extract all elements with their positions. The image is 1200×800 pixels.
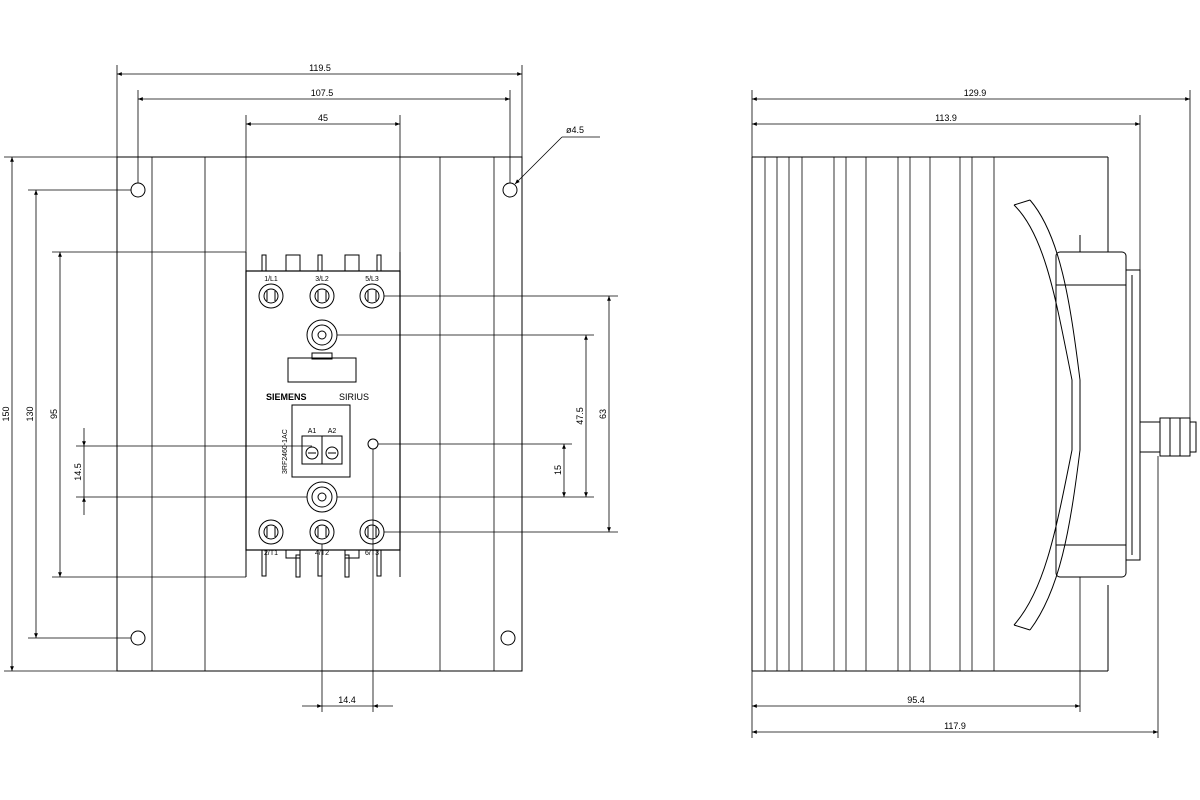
terminal-label-top-2: 3/L2: [315, 276, 329, 283]
relay-top-tabs: [261, 254, 382, 272]
coil-screw-a1: [305, 446, 319, 460]
brand-logo: SIEMENS: [266, 392, 307, 402]
terminal-screw-top-2: [309, 283, 335, 309]
dim-width-holes: 107.5: [311, 88, 334, 98]
dim-terminal-spacing-63: 63: [598, 409, 608, 419]
terminal-screw-bottom-3: [359, 519, 385, 545]
dim-height-total: 150: [1, 406, 11, 421]
dim-terminal-spacing-47-5: 47.5: [575, 407, 585, 425]
terminal-screw-bottom-1: [258, 519, 284, 545]
dim-offset-14-5: 14.5: [73, 463, 83, 481]
side-heatsink-fins: [764, 157, 995, 671]
mounting-hole-top-right: [502, 182, 518, 198]
center-screw-top: [306, 319, 338, 351]
dim-offset-14-4: 14.4: [338, 695, 356, 705]
front-dimension-lines: [4, 65, 618, 712]
dim-offset-15: 15: [553, 465, 563, 475]
label-plate: [287, 357, 357, 383]
dim-depth-heatsink: 113.9: [935, 113, 957, 123]
relay-bottom-tabs: [261, 549, 382, 578]
coil-label-a1: A1: [308, 428, 317, 435]
dim-depth-95-4: 95.4: [907, 695, 925, 705]
terminal-screw-bottom-2: [309, 519, 335, 545]
relay-body: [245, 270, 401, 551]
mounting-hole-bottom-right: [500, 630, 516, 646]
center-screw-bottom: [306, 481, 338, 513]
dim-depth-total: 129.9: [964, 88, 987, 98]
terminal-screw-top-3: [359, 283, 385, 309]
front-view: [4, 65, 618, 712]
mounting-hole-top-left: [130, 182, 146, 198]
front-view-text: 119.5 107.5 45 ø4.5 150 130 95 14.5 63 4…: [1, 63, 608, 705]
terminal-screw-top-1: [258, 283, 284, 309]
coil-label-a2: A2: [328, 428, 337, 435]
heatsink-outline: [116, 156, 523, 672]
mounting-hole-bottom-left: [130, 630, 146, 646]
side-relay-housing: [1055, 251, 1127, 578]
terminal-label-top-3: 5/L3: [365, 276, 379, 283]
dim-width-device: 45: [318, 113, 328, 123]
side-view-text: 129.9 113.9 95.4 117.9: [907, 88, 986, 731]
side-connector: [1139, 417, 1197, 457]
terminal-label-bottom-2: 4/T2: [315, 550, 329, 557]
status-led: [367, 438, 379, 450]
dim-depth-117-9: 117.9: [944, 721, 966, 731]
side-dimension-lines: [751, 90, 1191, 738]
side-flange: [1013, 204, 1073, 626]
terminal-label-bottom-1: 2/T1: [264, 550, 278, 557]
coil-screw-a2: [325, 446, 339, 460]
dim-height-device: 95: [49, 409, 59, 419]
side-view: [751, 90, 1197, 738]
dim-hole-diameter: ø4.5: [566, 125, 584, 135]
heatsink-fins: [151, 157, 495, 671]
product-line-label: SIRIUS: [339, 392, 369, 402]
terminal-label-top-1: 1/L1: [264, 276, 278, 283]
dim-width-outer: 119.5: [309, 63, 331, 73]
dim-height-holes: 130: [25, 406, 35, 421]
model-number: 3RF2460-1AC: [282, 429, 289, 474]
coil-block: [291, 404, 351, 478]
side-relay-cover: [1125, 269, 1141, 561]
terminal-label-bottom-3: 6/T3: [365, 550, 379, 557]
